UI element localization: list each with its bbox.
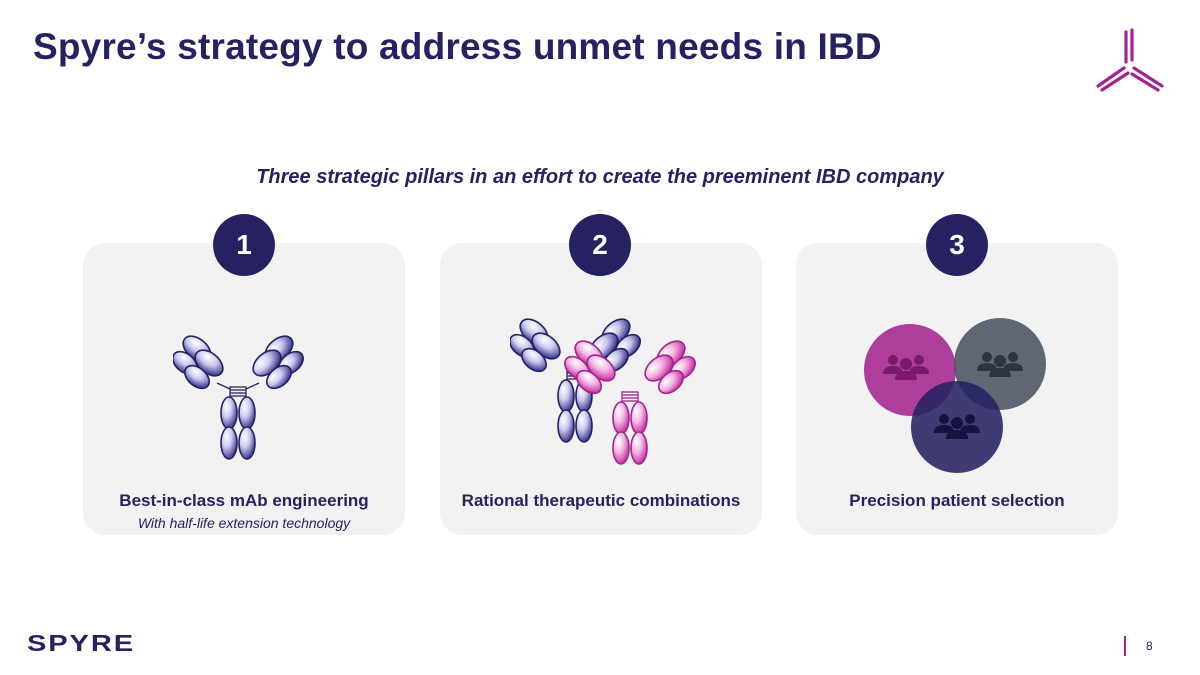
antibody-combination-icon xyxy=(510,318,696,465)
pillar-number-badge: 3 xyxy=(926,214,988,276)
svg-text:SPYRE: SPYRE xyxy=(27,630,135,656)
pillar-subtitle: With half-life extension technology xyxy=(137,515,351,531)
pillar-number-badge: 2 xyxy=(569,214,631,276)
spyre-wordmark-logo: SPYRE xyxy=(27,630,135,656)
page-number: 8 xyxy=(1146,639,1153,653)
pillar-card-1: Best-in-class mAb engineering With half-… xyxy=(83,243,405,535)
pillar-title: Precision patient selection xyxy=(849,491,1065,510)
pillar-number-badge: 1 xyxy=(213,214,275,276)
pillar-card-3: Precision patient selection xyxy=(796,243,1118,535)
antibody-icon xyxy=(173,335,304,460)
pillar-title: Best-in-class mAb engineering xyxy=(119,491,369,510)
patient-groups-icon xyxy=(864,318,1046,473)
pillar-title: Rational therapeutic combinations xyxy=(461,491,741,510)
spyre-logo-mark-icon xyxy=(1096,28,1164,92)
slide-title: Spyre’s strategy to address unmet needs … xyxy=(33,26,882,67)
slide-subtitle: Three strategic pillars in an effort to … xyxy=(256,166,944,188)
page-divider xyxy=(1124,636,1126,656)
pillar-card-2: Rational therapeutic combinations xyxy=(440,243,762,535)
